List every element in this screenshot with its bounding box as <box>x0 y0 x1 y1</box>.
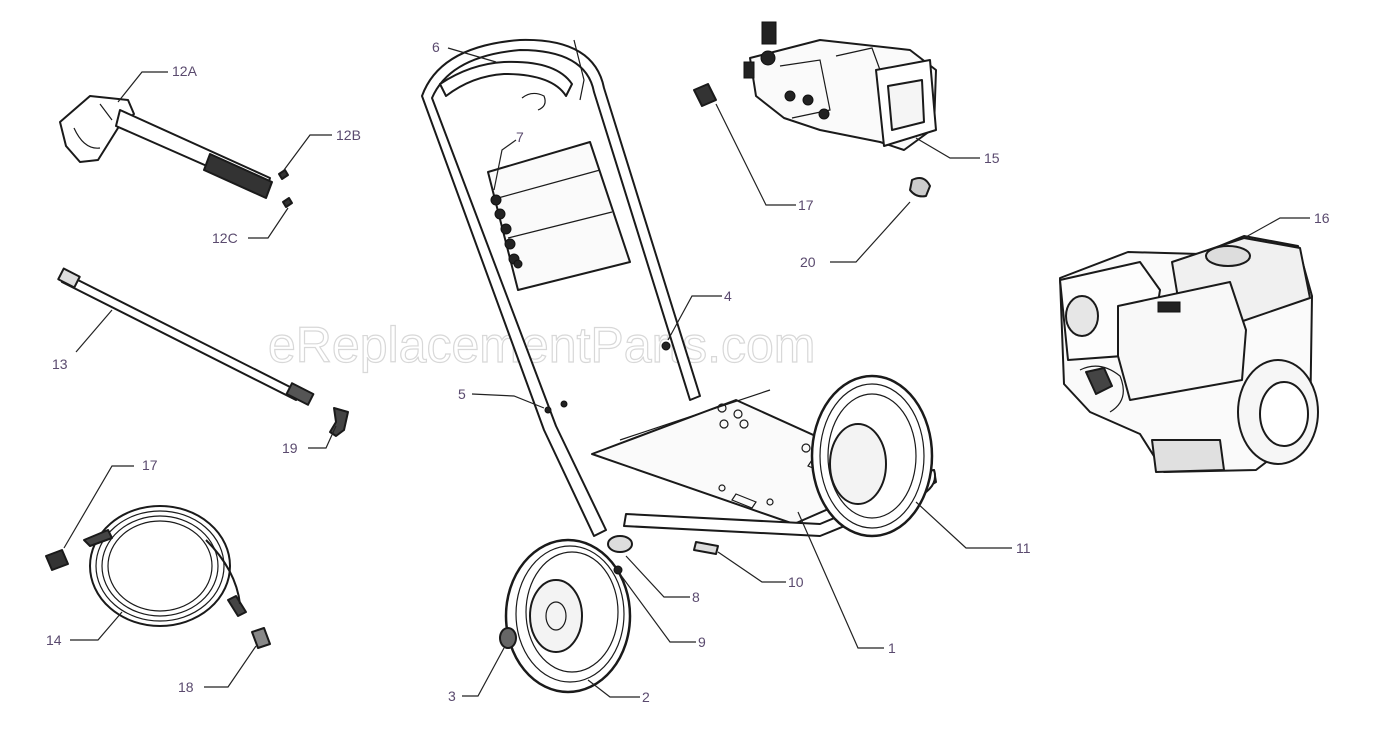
coupler-17b-drawing <box>693 83 717 107</box>
callout-11: 11 <box>1016 540 1031 556</box>
callout-13: 13 <box>52 356 68 372</box>
callout-14: 14 <box>46 632 62 648</box>
callout-1: 1 <box>888 640 896 656</box>
callout-12a: 12A <box>172 63 198 79</box>
spray-gun-drawing <box>59 95 273 199</box>
callout-4: 4 <box>724 288 732 304</box>
rear-wheel-drawing <box>810 374 934 538</box>
callout-7: 7 <box>516 129 524 145</box>
frame-drawing <box>421 38 701 537</box>
engine-drawing <box>1059 235 1319 473</box>
hose-drawing <box>83 505 247 627</box>
leader-lines <box>63 47 1310 698</box>
hub-cap-drawing <box>499 627 517 649</box>
callout-15: 15 <box>984 150 1000 166</box>
front-wheel-drawing <box>504 538 632 694</box>
nozzle-12b-drawing <box>278 169 289 180</box>
callout-12c: 12C <box>212 230 238 246</box>
clamp-20-drawing <box>909 177 931 198</box>
callout-17-left: 17 <box>142 457 158 473</box>
callout-12b: 12B <box>336 127 361 143</box>
callout-8: 8 <box>692 589 700 605</box>
bolt-9-drawing <box>613 565 623 575</box>
fitting-18-drawing <box>251 627 271 649</box>
fitting-19-drawing <box>329 407 349 437</box>
callout-18: 18 <box>178 679 194 695</box>
callout-20: 20 <box>800 254 816 270</box>
nozzle-12c-drawing <box>282 197 293 208</box>
callout-17-right: 17 <box>798 197 814 213</box>
callout-10: 10 <box>788 574 804 590</box>
callout-16: 16 <box>1314 210 1330 226</box>
coupler-17-drawing <box>45 549 69 571</box>
callout-2: 2 <box>642 689 650 705</box>
lance-drawing <box>57 267 315 406</box>
callout-9: 9 <box>698 634 706 650</box>
pump-drawing <box>743 21 937 151</box>
callout-3: 3 <box>448 688 456 704</box>
callout-5: 5 <box>458 386 466 402</box>
callout-19: 19 <box>282 440 298 456</box>
callout-6: 6 <box>432 39 440 55</box>
watermark-text: eReplacementParts.com <box>268 317 815 373</box>
